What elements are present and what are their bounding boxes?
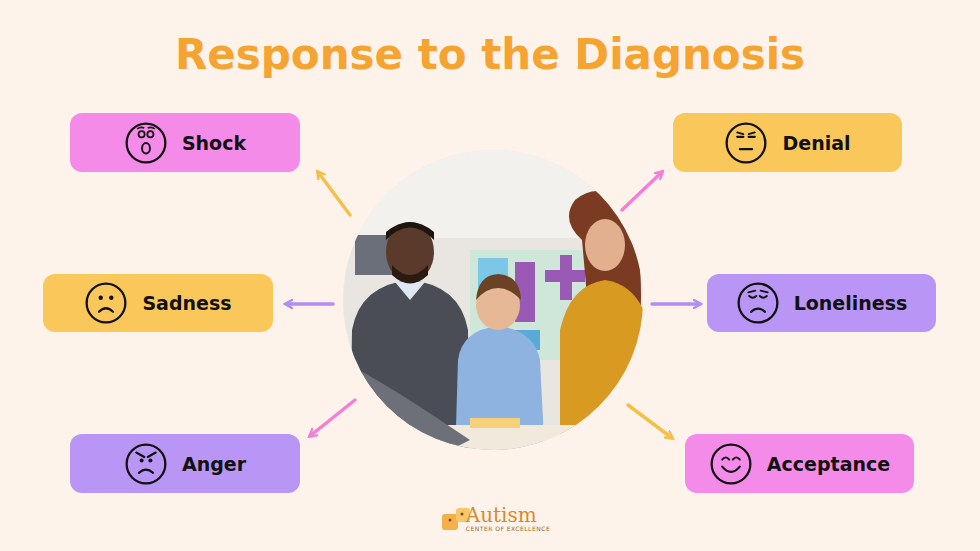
response-box: Denial [673,113,902,172]
logo-tagline: CENTER OF EXCELLENCE [466,525,550,532]
box-label: Sadness [142,292,231,314]
box-label: Shock [182,132,246,154]
logo-icon-space [430,507,460,531]
logo: AutismCENTER OF EXCELLENCE [0,505,980,532]
diagram-title: Response to the Diagnosis [0,30,980,79]
response-box: Sadness [43,274,273,332]
box-label: Loneliness [794,292,908,314]
face-icon [709,442,753,486]
box-label: Denial [782,132,850,154]
face-icon [736,281,780,325]
face-icon [124,121,168,165]
response-box: Shock [70,113,300,172]
classroom-photo [340,148,650,465]
box-label: Acceptance [767,453,890,475]
box-label: Anger [182,453,246,475]
logo-name: Autism [466,505,537,525]
response-box: Loneliness [707,274,936,332]
face-icon [124,442,168,486]
response-box: Anger [70,434,300,493]
face-icon [724,121,768,165]
response-box: Acceptance [685,434,914,493]
face-icon [84,281,128,325]
logo-text: AutismCENTER OF EXCELLENCE [466,505,550,532]
